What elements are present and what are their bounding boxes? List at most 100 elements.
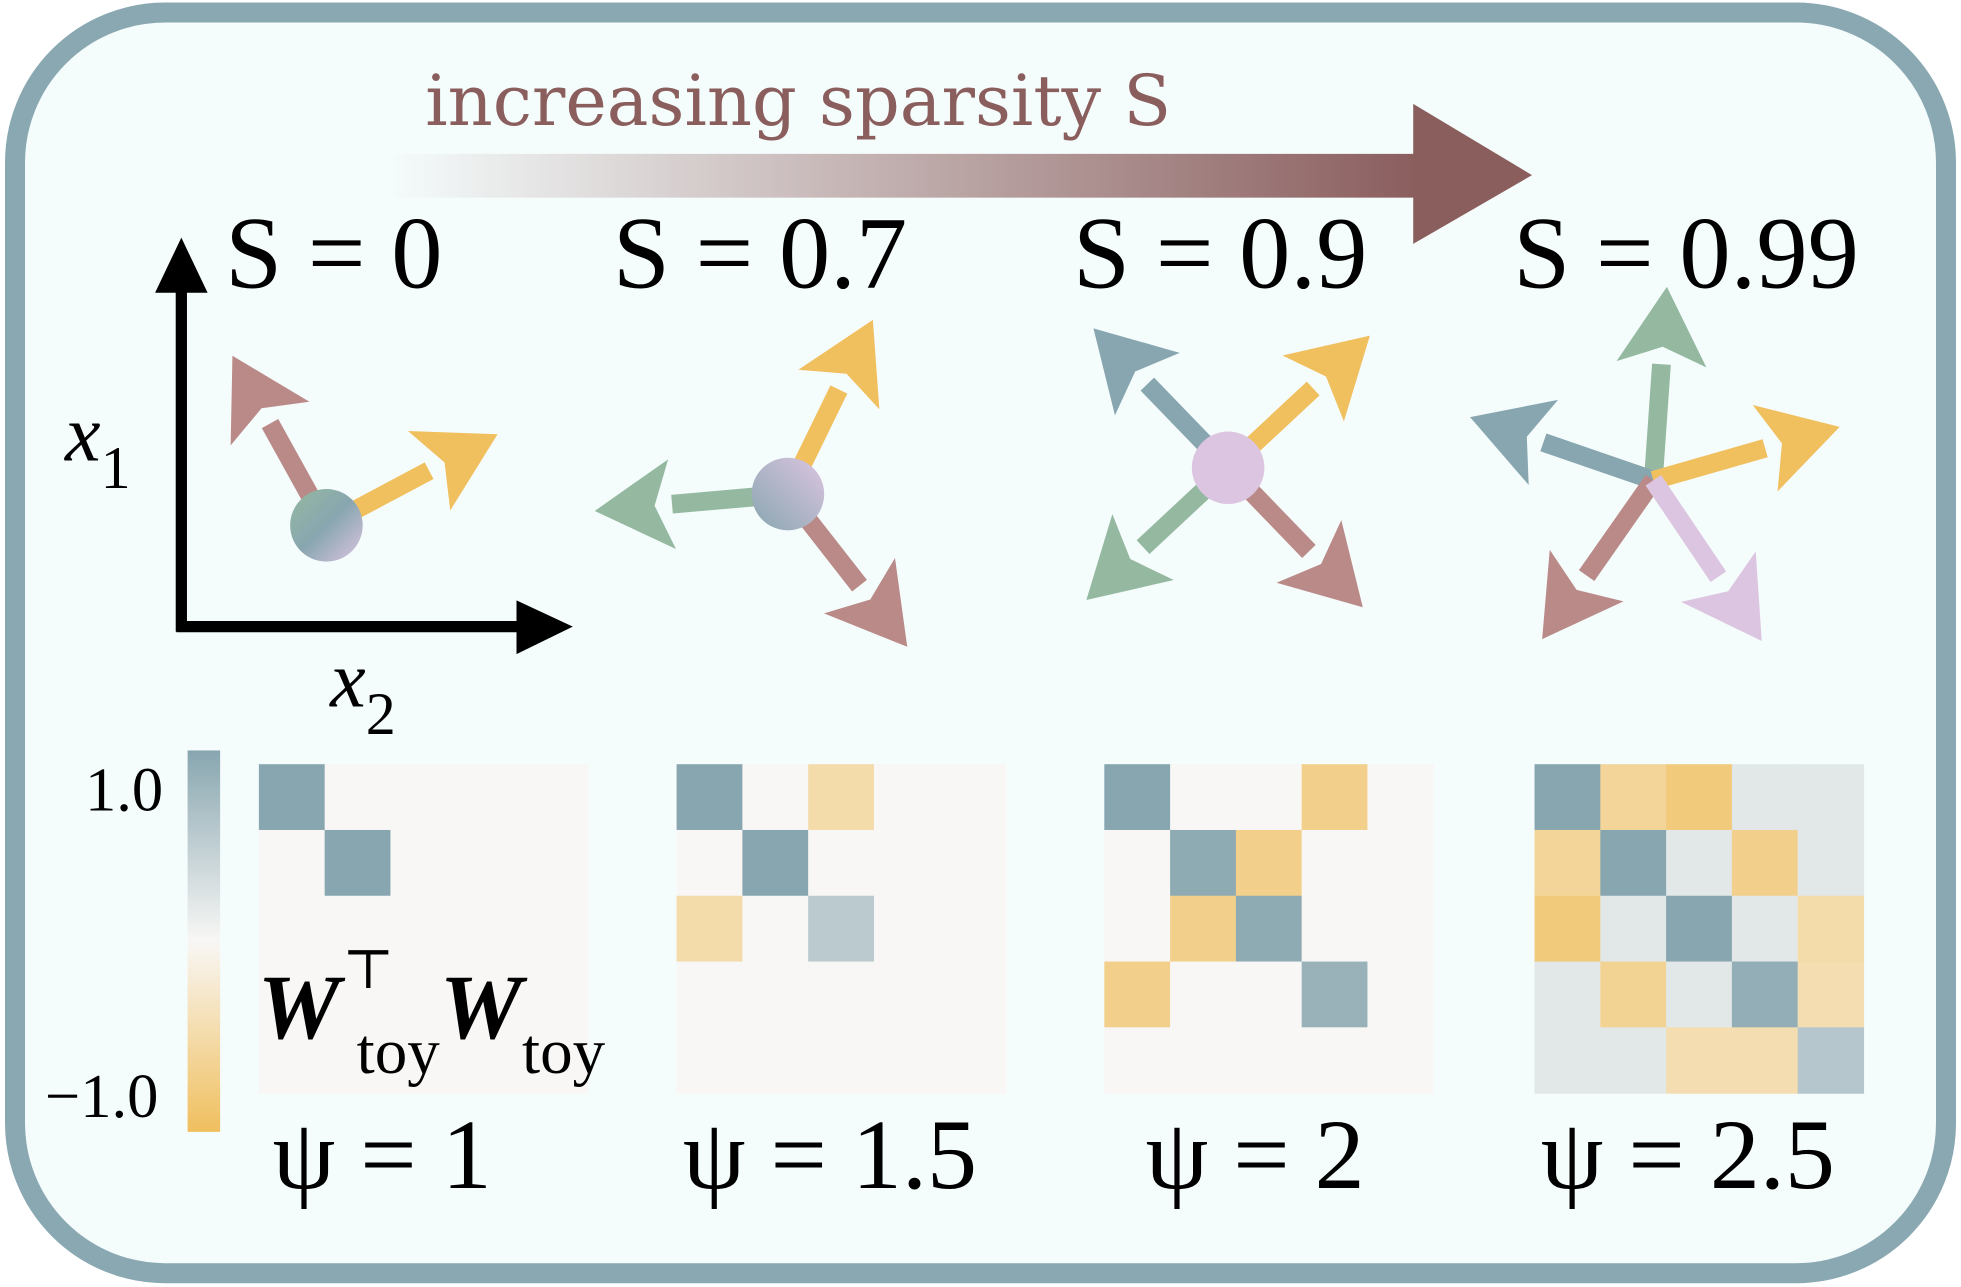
sparsity-label: S = 0.9: [1073, 198, 1367, 311]
heatmap-cell: [390, 829, 457, 897]
heatmap-panel: ψ = 1: [258, 764, 589, 1210]
heatmap-cell: [390, 1027, 457, 1094]
heatmap-cell: [1666, 895, 1733, 963]
heatmap-cell: [522, 829, 589, 897]
heatmap-cell: [873, 1027, 941, 1094]
heatmap-cell: [1731, 961, 1799, 1028]
heatmap-cell: [808, 829, 875, 897]
heatmap-cell: [1235, 895, 1303, 963]
heatmap-cell: [1367, 1027, 1434, 1094]
heatmap-cell: [873, 764, 941, 831]
sparsity-label: S = 0.7: [613, 198, 907, 311]
feature-arrow-lilac: [1645, 475, 1762, 641]
heatmap-cell: [1301, 895, 1369, 963]
heatmap-cell: [1104, 961, 1171, 1028]
heatmap-cell: [258, 961, 326, 1028]
sparsity-label: S = 0: [225, 198, 442, 311]
heatmap-cell: [1666, 829, 1733, 897]
psi-label: ψ = 2: [1146, 1099, 1365, 1210]
heatmap-cell: [324, 764, 392, 831]
x-axis-label: x2: [329, 637, 396, 748]
feature-arrow-green: [1616, 286, 1707, 481]
heatmap-cell: [1235, 961, 1303, 1028]
y-axis-label: x1: [64, 390, 131, 501]
heatmap-cell: [1170, 829, 1237, 897]
heatmap-cell: [258, 1027, 326, 1094]
heatmap-cell: [1797, 895, 1865, 963]
heatmap-panel: ψ = 2: [1104, 764, 1434, 1210]
heatmap-cell: [1367, 829, 1434, 897]
heatmap-cell: [808, 1027, 875, 1094]
heatmap-cell: [1301, 764, 1369, 831]
heatmap-cell: [1534, 895, 1601, 963]
heatmap-cell: [1534, 829, 1601, 897]
heatmap-cell: [522, 764, 589, 831]
coordinate-axes: x1 x2: [64, 237, 573, 748]
heatmap-cell: [390, 895, 457, 963]
heatmap-cell: [1170, 895, 1237, 963]
heatmap-cell: [1731, 1027, 1799, 1094]
heatmap-cell: [1600, 764, 1667, 831]
heatmap-cell: [1600, 895, 1667, 963]
heatmap-cell: [1797, 961, 1865, 1028]
heatmap-cell: [1666, 961, 1733, 1028]
heatmap-cell: [808, 895, 875, 963]
heatmap-cell: [1170, 1027, 1237, 1094]
heatmap-cell: [456, 764, 523, 831]
heatmap-cell: [1797, 829, 1865, 897]
heatmap-cell: [522, 895, 589, 963]
heatmap-cell: [1235, 1027, 1303, 1094]
colorbar-max-label: 1.0: [85, 754, 163, 824]
heatmap-panel: ψ = 2.5: [1534, 764, 1865, 1210]
sparsity-panel: S = 0.7: [594, 198, 908, 647]
heatmap-cell: [676, 1027, 744, 1094]
heatmap-cell: [1367, 764, 1434, 831]
origin-dot: [290, 489, 363, 562]
heatmap-cell: [390, 961, 457, 1028]
heatmap-cell: [1534, 1027, 1601, 1094]
origin-dot: [1191, 431, 1265, 505]
heatmap-cell: [676, 764, 744, 831]
heatmap-cell: [456, 829, 523, 897]
heatmap-cell: [1666, 764, 1733, 831]
heatmap-cell: [1731, 829, 1799, 897]
heatmap-cell: [456, 895, 523, 963]
heatmap-cell: [873, 895, 941, 963]
heatmap-cell: [1104, 764, 1171, 831]
heatmap-cell: [676, 829, 744, 897]
heatmap-cell: [258, 764, 326, 831]
heatmap-cell: [676, 961, 744, 1028]
heatmap-cell: [456, 961, 523, 1028]
sparsity-label: S = 0.99: [1513, 198, 1859, 311]
heatmap-cell: [1301, 961, 1369, 1028]
heatmap-cell: [1104, 829, 1171, 897]
heatmap-cell: [258, 895, 326, 963]
heatmap-cell: [939, 764, 1007, 831]
heatmap-cell: [742, 961, 809, 1028]
heatmap-cell: [1731, 895, 1799, 963]
heatmap-cell: [808, 961, 875, 1028]
heatmap-cell: [324, 961, 392, 1028]
feature-arrow-blue: [1470, 399, 1657, 490]
heatmap-cell: [1235, 764, 1303, 831]
heatmap-cell: [1731, 764, 1799, 831]
feature-arrow-pink: [1542, 474, 1662, 640]
psi-label: ψ = 1.5: [683, 1099, 977, 1210]
sparsity-panel: S = 0.9: [1073, 198, 1370, 608]
heatmap-cell: [939, 961, 1007, 1028]
heatmap-cell: [873, 829, 941, 897]
heatmap-cell: [324, 1027, 392, 1094]
heatmap-cell: [1534, 764, 1601, 831]
heatmap-cell: [939, 895, 1007, 963]
heatmap-cell: [742, 1027, 809, 1094]
feature-arrow-yellow: [1650, 404, 1840, 492]
heatmap-cell: [1170, 961, 1237, 1028]
heatmap-cell: [873, 961, 941, 1028]
heatmap-cell: [742, 895, 809, 963]
heatmap-cell: [1666, 1027, 1733, 1094]
heatmap-cell: [258, 829, 326, 897]
heatmap-panel: ψ = 1.5: [676, 764, 1007, 1210]
heatmap-cell: [742, 829, 809, 897]
heatmap-cell: [808, 764, 875, 831]
